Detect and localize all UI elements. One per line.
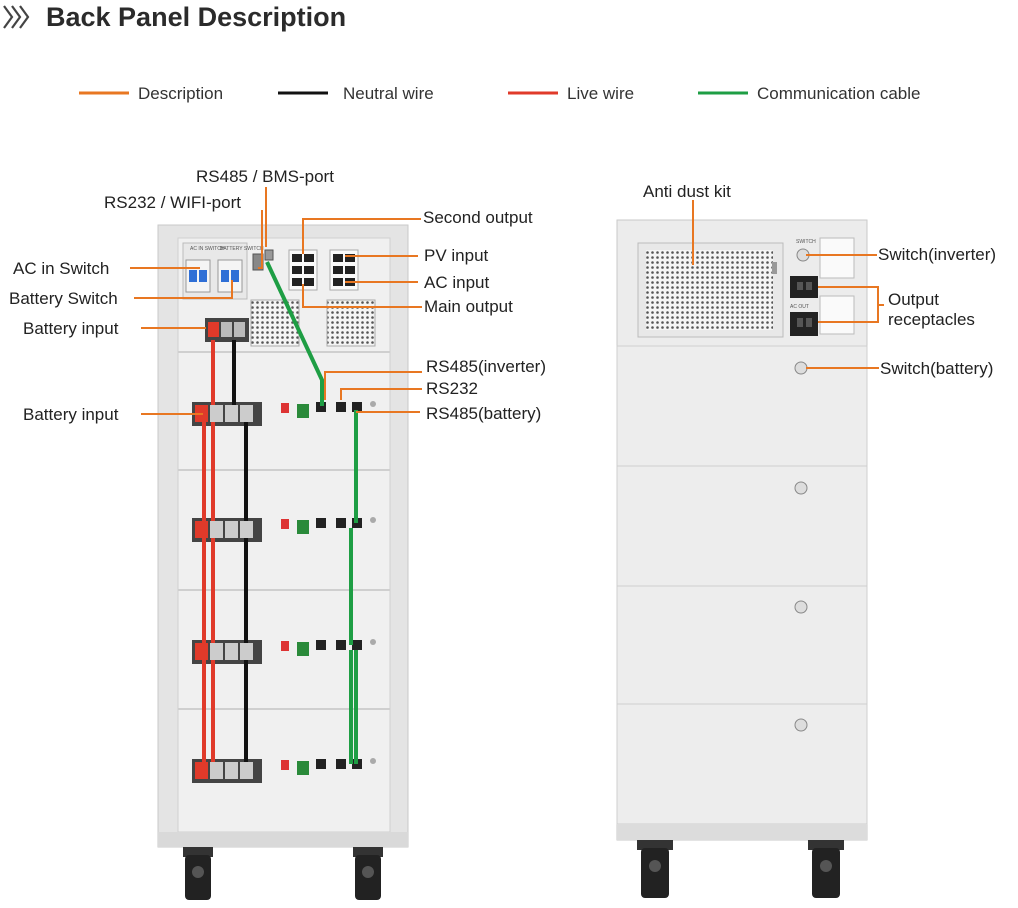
label-battery-input-top: Battery input bbox=[23, 319, 119, 338]
output-terminals bbox=[288, 249, 359, 291]
anti-dust-mesh bbox=[646, 250, 773, 330]
wheel-icon bbox=[183, 847, 213, 900]
label-output-receptacles-line1: Output bbox=[888, 290, 939, 309]
legend: Description Neutral wire Live wire Commu… bbox=[79, 84, 920, 103]
battery-module bbox=[192, 639, 376, 664]
svg-text:BATTERY SWITCH: BATTERY SWITCH bbox=[220, 246, 264, 252]
chevron-icon bbox=[3, 5, 30, 29]
ac-in-switch-breaker bbox=[185, 259, 211, 293]
battery-switch-breaker bbox=[217, 259, 243, 293]
battery-switch-icon bbox=[794, 718, 808, 732]
label-rs485-battery: RS485(battery) bbox=[426, 404, 541, 423]
fan-icon bbox=[250, 299, 300, 347]
right-cabinet: SWITCH AC OUT bbox=[616, 219, 868, 898]
label-pv-input: PV input bbox=[424, 246, 489, 265]
battery-module bbox=[192, 758, 376, 783]
battery-terminal bbox=[205, 318, 249, 342]
legend-live-label: Live wire bbox=[567, 84, 634, 103]
switch-text: SWITCH bbox=[796, 239, 816, 245]
label-rs485-bms-port: RS485 / BMS-port bbox=[196, 167, 334, 186]
label-switch-inverter: Switch(inverter) bbox=[878, 245, 996, 264]
label-battery-switch: Battery Switch bbox=[9, 289, 118, 308]
battery-module bbox=[192, 401, 376, 426]
wheel-icon bbox=[637, 840, 673, 898]
wheel-icon bbox=[353, 847, 383, 900]
legend-comm-label: Communication cable bbox=[757, 84, 920, 103]
label-anti-dust-kit: Anti dust kit bbox=[643, 182, 731, 201]
label-rs232: RS232 bbox=[426, 379, 478, 398]
legend-neutral-label: Neutral wire bbox=[343, 84, 434, 103]
left-callouts bbox=[130, 187, 422, 415]
legend-description-label: Description bbox=[138, 84, 223, 103]
page-title: Back Panel Description bbox=[46, 2, 346, 32]
left-cabinet: AC IN SWITCH BATTERY SWITCH bbox=[157, 224, 409, 900]
neutral-wires bbox=[232, 340, 248, 762]
live-wires bbox=[202, 340, 215, 762]
label-switch-battery: Switch(battery) bbox=[880, 359, 993, 378]
wheel-icon bbox=[808, 840, 844, 898]
ac-out-text: AC OUT bbox=[790, 304, 809, 310]
label-ac-input: AC input bbox=[424, 273, 489, 292]
output-receptacle-icon bbox=[790, 312, 818, 336]
label-rs232-wifi-port: RS232 / WIFI-port bbox=[104, 193, 241, 212]
battery-switch-icon bbox=[794, 600, 808, 614]
label-main-output: Main output bbox=[424, 297, 513, 316]
label-rs485-inverter: RS485(inverter) bbox=[426, 357, 546, 376]
label-battery-input: Battery input bbox=[23, 405, 119, 424]
output-receptacle-icon bbox=[790, 276, 818, 298]
label-ac-in-switch: AC in Switch bbox=[13, 259, 109, 278]
svg-text:AC IN SWITCH: AC IN SWITCH bbox=[190, 246, 225, 252]
label-second-output: Second output bbox=[423, 208, 533, 227]
right-callouts bbox=[692, 200, 884, 369]
battery-module bbox=[192, 517, 376, 542]
label-output-receptacles-line2: receptacles bbox=[888, 310, 975, 329]
battery-switch-icon bbox=[794, 481, 808, 495]
communication-cables bbox=[265, 261, 358, 764]
battery-switch-icon bbox=[794, 361, 808, 375]
